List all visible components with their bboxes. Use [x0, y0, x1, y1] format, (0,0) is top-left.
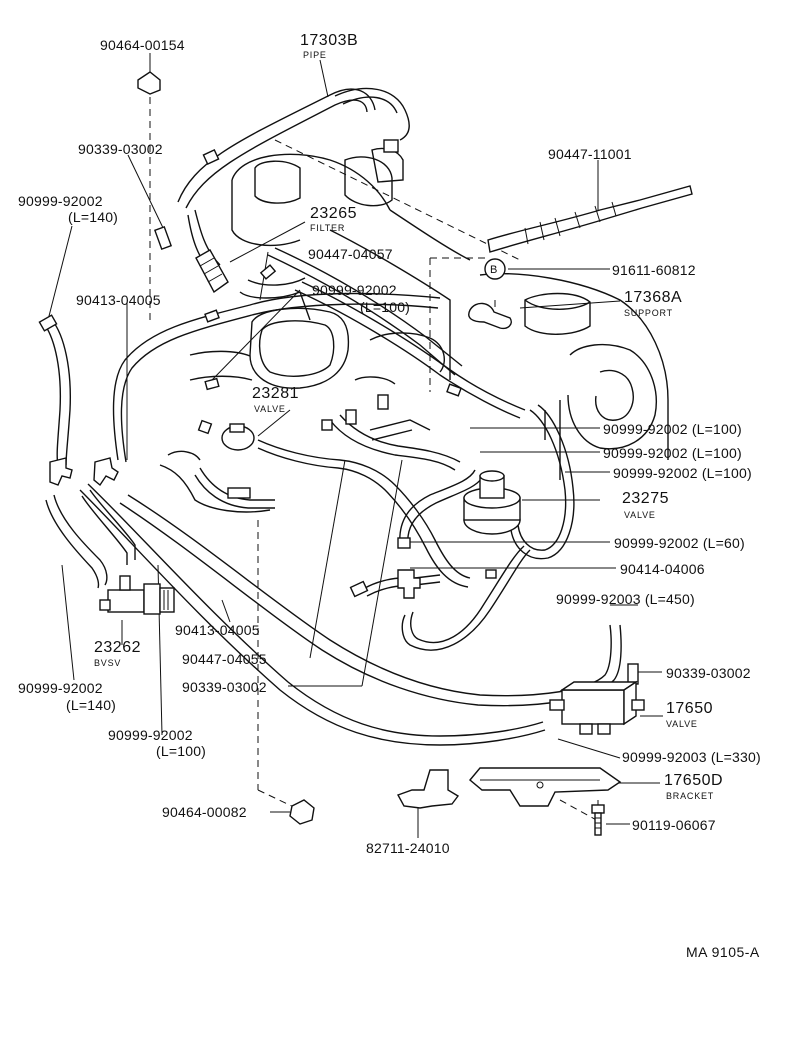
label-90413-04005-bottom: 90413-04005	[175, 622, 260, 638]
clip-90464-00154	[137, 71, 161, 95]
label-23275: 23275	[622, 490, 669, 507]
label-91611-60812: 91611-60812	[612, 262, 696, 278]
dashed-guide-lines	[149, 85, 601, 823]
label-17650d-sub: BRACKET	[666, 791, 715, 801]
label-82711-24010: 82711-24010	[366, 840, 450, 856]
bvsv-23262	[99, 575, 175, 615]
label-90464-00082: 90464-00082	[162, 804, 247, 820]
label-17368a: 17368A	[624, 289, 683, 306]
label-90999-92002-l100-r2: 90999-92002 (L=100)	[603, 445, 742, 461]
clip-90464-00082	[289, 799, 315, 825]
tee-90413-04005-a	[49, 457, 73, 486]
label-23262-sub: BVSV	[94, 658, 122, 668]
callout-b-circle	[484, 258, 506, 280]
components	[49, 71, 693, 836]
leader-lines	[47, 53, 663, 838]
label-90999-92002-l100-a-length: (L=100)	[360, 299, 411, 315]
label-17650d: 17650D	[664, 772, 724, 789]
bracket-82711-24010	[396, 769, 460, 809]
label-23262: 23262	[94, 639, 141, 656]
label-90414-04006: 90414-04006	[620, 561, 705, 577]
label-90999-92003-l330: 90999-92003 (L=330)	[622, 749, 761, 765]
engine-body	[159, 139, 669, 513]
label-90339-03002-right: 90339-03002	[666, 665, 751, 681]
label-90999-92002-l60: 90999-92002 (L=60)	[614, 535, 745, 551]
label-90999-92002-l100-r3: 90999-92002 (L=100)	[613, 465, 752, 481]
pipe-assembly	[177, 87, 410, 273]
label-90999-92002-l100-r1: 90999-92002 (L=100)	[603, 421, 742, 437]
drawing-reference-code: MA 9105-A	[686, 944, 760, 960]
tee-90413-04005-b	[93, 457, 119, 487]
label-17650: 17650	[666, 700, 713, 717]
label-90999-92002-l100-b: 90999-92002	[108, 727, 193, 743]
label-90999-92002-l140-b-length: (L=140)	[66, 697, 117, 713]
label-17303b: 17303B	[300, 32, 359, 49]
valve-17650	[549, 680, 645, 735]
label-23281-sub: VALVE	[254, 404, 286, 414]
bolt-90119-06067	[591, 804, 605, 836]
label-23265-sub: FILTER	[310, 223, 346, 233]
label-90999-92002-l100-a: 90999-92002	[312, 282, 397, 298]
hose-90339-03002-top	[153, 225, 173, 251]
label-23265: 23265	[310, 205, 357, 222]
label-17650-sub: VALVE	[666, 719, 698, 729]
label-90119-06067: 90119-06067	[632, 817, 716, 833]
tee-90414-04006	[397, 569, 421, 599]
label-90999-92003-l450: 90999-92003 (L=450)	[556, 591, 695, 607]
label-callout-b: B	[490, 264, 498, 276]
label-90339-03002-mid: 90339-03002	[182, 679, 267, 695]
valve-23275	[463, 470, 521, 535]
label-90447-04057: 90447-04057	[308, 246, 393, 262]
label-90447-11001: 90447-11001	[548, 146, 632, 162]
label-17303b-sub: PIPE	[303, 50, 327, 60]
label-90999-92002-l140-a: 90999-92002	[18, 193, 103, 209]
label-17368a-sub: SUPPORT	[624, 308, 673, 318]
label-90413-04005-top: 90413-04005	[76, 292, 161, 308]
protector-90447-11001	[487, 185, 693, 253]
label-23281: 23281	[252, 385, 299, 402]
hose-90999-92002-l60	[397, 537, 411, 549]
label-90999-92002-l140-a-length: (L=140)	[68, 209, 119, 225]
label-90447-04055: 90447-04055	[182, 651, 267, 667]
bracket-17650d	[469, 767, 622, 807]
label-90999-92002-l140-b: 90999-92002	[18, 680, 103, 696]
label-90464-00154: 90464-00154	[100, 37, 185, 53]
filter-23265	[195, 249, 229, 294]
support-17368a	[468, 302, 512, 330]
label-90999-92002-l100-b-length: (L=100)	[156, 743, 207, 759]
label-90339-03002-top: 90339-03002	[78, 141, 163, 157]
label-23275-sub: VALVE	[624, 510, 656, 520]
vacuum-hoses	[38, 247, 622, 746]
